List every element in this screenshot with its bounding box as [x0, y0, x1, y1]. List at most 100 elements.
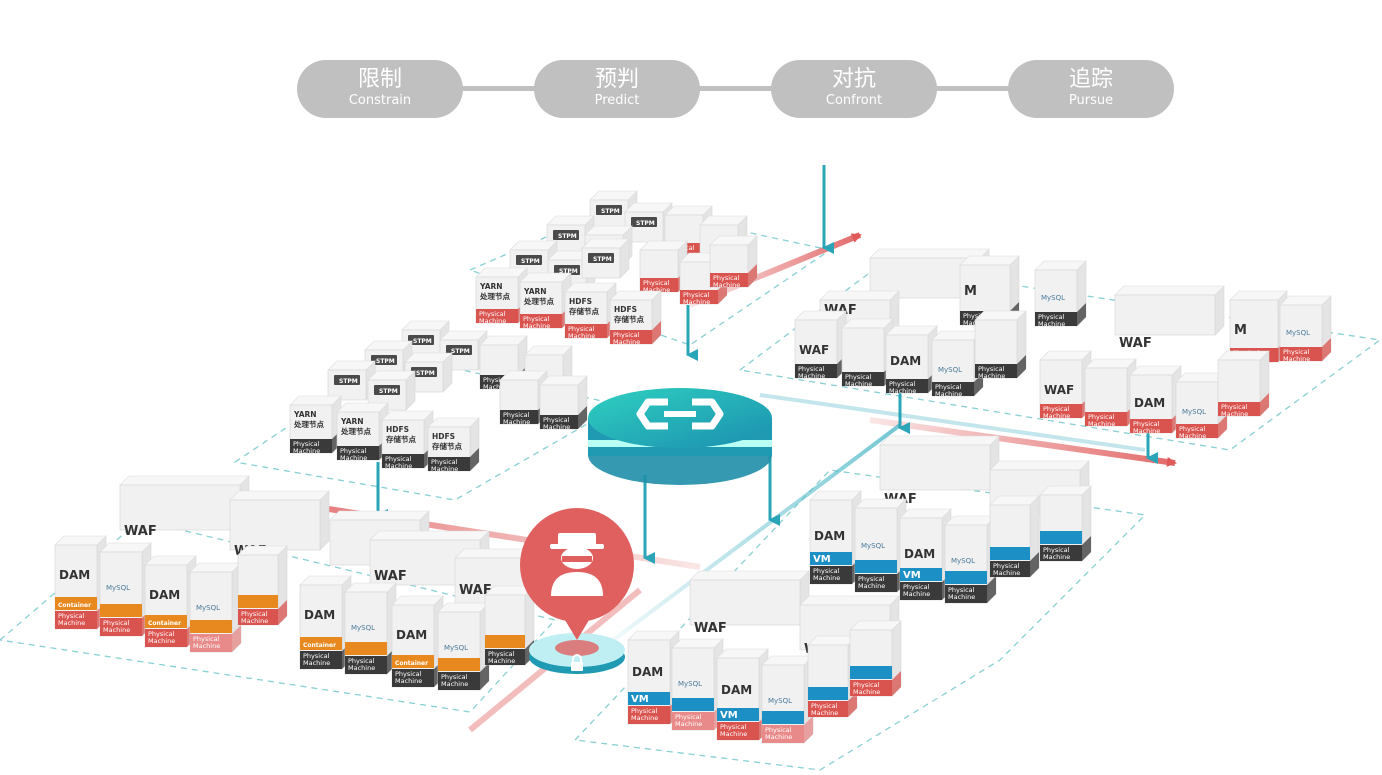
- cube-top: [369, 530, 490, 541]
- cube-band: [190, 634, 232, 652]
- band-label-line1: Physical: [58, 612, 85, 620]
- cube-title: WAF: [124, 524, 157, 539]
- cube-mid-band: [628, 692, 670, 705]
- dolphin-icon: MySQL: [951, 557, 975, 565]
- band-label-line1: Physical: [241, 610, 268, 618]
- band-label-line2: Machine: [1043, 553, 1070, 561]
- cube-mid-band: [850, 666, 892, 679]
- cube-band: [1218, 402, 1260, 416]
- cube-mid-band: [438, 658, 480, 671]
- cube-band: [55, 611, 97, 629]
- dolphin-icon: MySQL: [678, 680, 702, 688]
- cube-top: [99, 542, 152, 553]
- cube-top: [1279, 295, 1332, 306]
- cube-mid-band: [855, 560, 897, 573]
- cube-mid-band: [100, 604, 142, 617]
- cube-title: WAF: [459, 583, 492, 598]
- chip-label: STPM: [559, 268, 578, 275]
- cube-band: [945, 585, 987, 603]
- cube-band-side: [1077, 303, 1086, 326]
- cube-band-side: [748, 264, 757, 287]
- cube-top: [144, 555, 197, 566]
- band-label-line1: Physical: [395, 670, 422, 678]
- cube-top: [289, 395, 342, 406]
- band-label-line1: Physical: [103, 619, 130, 627]
- cube-top: [519, 272, 572, 283]
- cube-band: [100, 618, 142, 636]
- cube-band: [1085, 412, 1127, 426]
- cube-band-side: [804, 716, 813, 743]
- cube-top: [761, 655, 814, 666]
- band-label-line1: Physical: [483, 376, 510, 384]
- cube-band: [392, 669, 434, 687]
- band-label-line2: Machine: [488, 657, 515, 665]
- band-label-line2: Machine: [241, 617, 268, 625]
- cube-title: DAM: [721, 683, 752, 697]
- cube-title: DAM: [904, 547, 935, 561]
- stage-zh-label: 追踪: [1068, 67, 1113, 92]
- band-label-line1: Physical: [798, 365, 825, 373]
- chip-label: STPM: [339, 378, 358, 385]
- cube-band-side: [1260, 393, 1269, 416]
- chip-icon: [516, 255, 542, 265]
- cube-top: [299, 575, 352, 586]
- cube-band: [476, 309, 518, 323]
- cube-band: [710, 273, 748, 287]
- cube-top: [959, 255, 1020, 266]
- cube-top: [1217, 350, 1270, 361]
- band-label-line1: Physical: [431, 458, 458, 466]
- band-label-line2: Machine: [148, 637, 175, 645]
- dolphin-icon: MySQL: [444, 644, 468, 652]
- cube-band: [428, 457, 470, 471]
- cube-mid-band: [762, 711, 804, 724]
- teal-flow-diagonal: [598, 423, 902, 652]
- cube-top: [989, 460, 1090, 471]
- band-label-line2: Machine: [441, 680, 468, 688]
- stage-confront-pill: 对抗 Confront: [771, 60, 937, 118]
- cube-mid-band: [485, 635, 525, 648]
- band-label-line2: Machine: [643, 286, 670, 294]
- band-label-line2: Machine: [543, 423, 570, 431]
- band-label-line2: Machine: [720, 730, 747, 738]
- cube-band: [500, 410, 538, 424]
- band-label-line2: Machine: [503, 418, 530, 426]
- cube-mid-band: [55, 597, 97, 610]
- cube-band: [810, 566, 852, 584]
- band-label-line1: Physical: [1088, 413, 1115, 421]
- cube-top: [54, 535, 107, 546]
- cube-top: [1039, 485, 1092, 496]
- cube-title-sub: 存储节点: [568, 306, 599, 316]
- band-label-line1: Physical: [631, 707, 658, 715]
- waf-cube: WAF: [119, 475, 250, 539]
- band-label-line2: Machine: [340, 454, 367, 462]
- waf-cube: WAF: [879, 435, 1000, 507]
- cube-band: [1040, 404, 1082, 418]
- cube-top: [807, 635, 858, 646]
- cube-title: HDFS: [432, 432, 455, 441]
- chain-link-icon: [636, 398, 724, 430]
- cube-title: DAM: [304, 608, 335, 622]
- cube-mid-band: [145, 615, 187, 628]
- hacker-icon: [550, 533, 604, 596]
- band-label-line1: Physical: [340, 447, 367, 455]
- band-label-line2: Machine: [1043, 412, 1070, 420]
- cube-top: [427, 417, 480, 428]
- band-label-line2: Machine: [935, 390, 962, 398]
- cube-title-sub: 处理节点: [293, 419, 324, 429]
- band-label-line1: Physical: [765, 726, 792, 734]
- dolphin-icon: MySQL: [1041, 294, 1065, 302]
- dolphin-icon: MySQL: [196, 604, 220, 612]
- stage-en-label: Confront: [825, 93, 883, 108]
